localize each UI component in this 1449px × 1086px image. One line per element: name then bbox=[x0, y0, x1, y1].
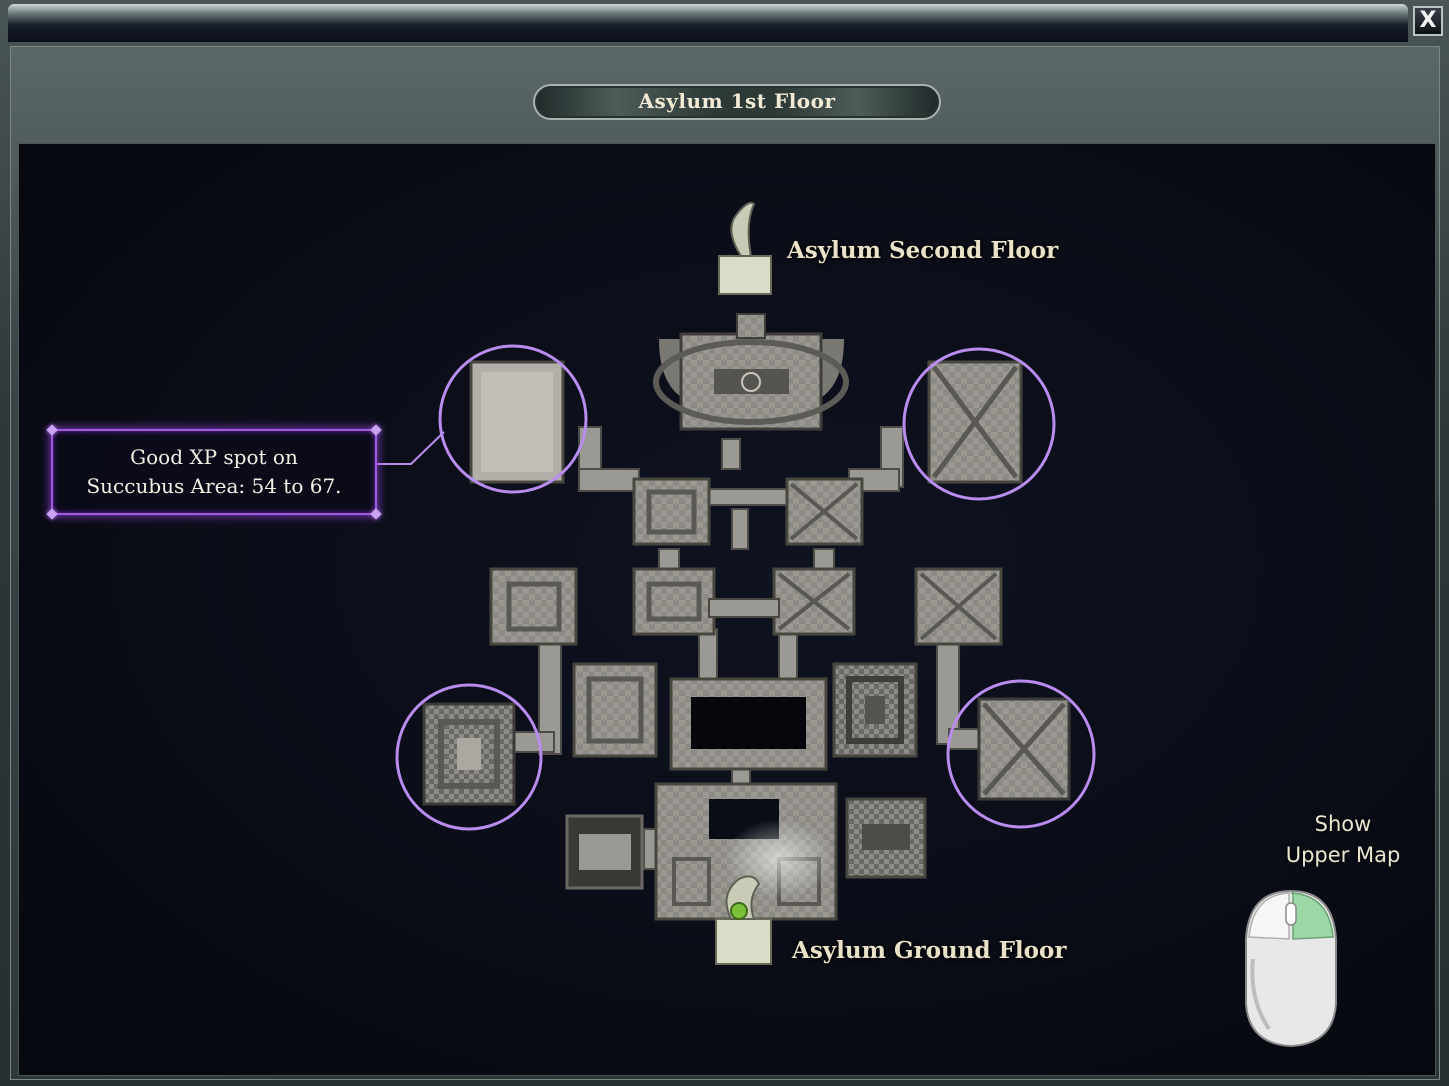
room-e bbox=[977, 697, 1071, 801]
floor-title-banner: Asylum 1st Floor bbox=[533, 84, 941, 120]
xp-callout: Good XP spot on Succubus Area: 54 to 67. bbox=[46, 424, 382, 520]
player-marker-icon bbox=[730, 902, 748, 920]
room-right-tall bbox=[914, 567, 1003, 646]
room-nw-succubus bbox=[469, 360, 565, 484]
room-w bbox=[422, 702, 516, 806]
stairs-down-icon[interactable] bbox=[715, 819, 834, 965]
room-center-top bbox=[632, 567, 856, 636]
highlight-circle-ne bbox=[902, 347, 1056, 501]
room-mid-right bbox=[785, 477, 864, 546]
dungeon-map bbox=[377, 201, 1096, 965]
room-lower-left bbox=[565, 814, 644, 890]
room-center-ring bbox=[572, 662, 918, 771]
highlight-circle-nw bbox=[438, 344, 588, 494]
show-upper-map-hint[interactable]: Show Upper Map bbox=[1263, 809, 1423, 871]
mouse-icon bbox=[1245, 889, 1337, 1048]
show-upper-label: Show bbox=[1314, 812, 1372, 836]
highlight-circles bbox=[395, 344, 1096, 831]
map-panel[interactable]: Asylum Second Floor Asylum Ground Floor … bbox=[18, 143, 1436, 1076]
highlight-circle-e bbox=[946, 679, 1096, 829]
close-button[interactable]: X bbox=[1413, 6, 1443, 36]
callout-line1: Good XP spot on bbox=[130, 445, 298, 469]
floor-title: Asylum 1st Floor bbox=[638, 89, 836, 113]
room-mid-left bbox=[632, 477, 711, 546]
stairs-up-icon[interactable] bbox=[718, 201, 772, 295]
title-bar[interactable] bbox=[8, 4, 1408, 42]
label-ground-floor[interactable]: Asylum Ground Floor bbox=[792, 937, 1067, 964]
room-lower-right bbox=[845, 797, 927, 879]
highlight-circle-w bbox=[395, 683, 543, 831]
label-second-floor[interactable]: Asylum Second Floor bbox=[787, 237, 1059, 264]
room-upper-hall bbox=[653, 313, 849, 431]
room-ne bbox=[927, 360, 1023, 484]
callout-connector bbox=[377, 431, 445, 465]
room-left-tall bbox=[489, 567, 578, 646]
callout-line2: Succubus Area: 54 to 67. bbox=[86, 474, 342, 498]
upper-map-label: Upper Map bbox=[1285, 843, 1401, 867]
